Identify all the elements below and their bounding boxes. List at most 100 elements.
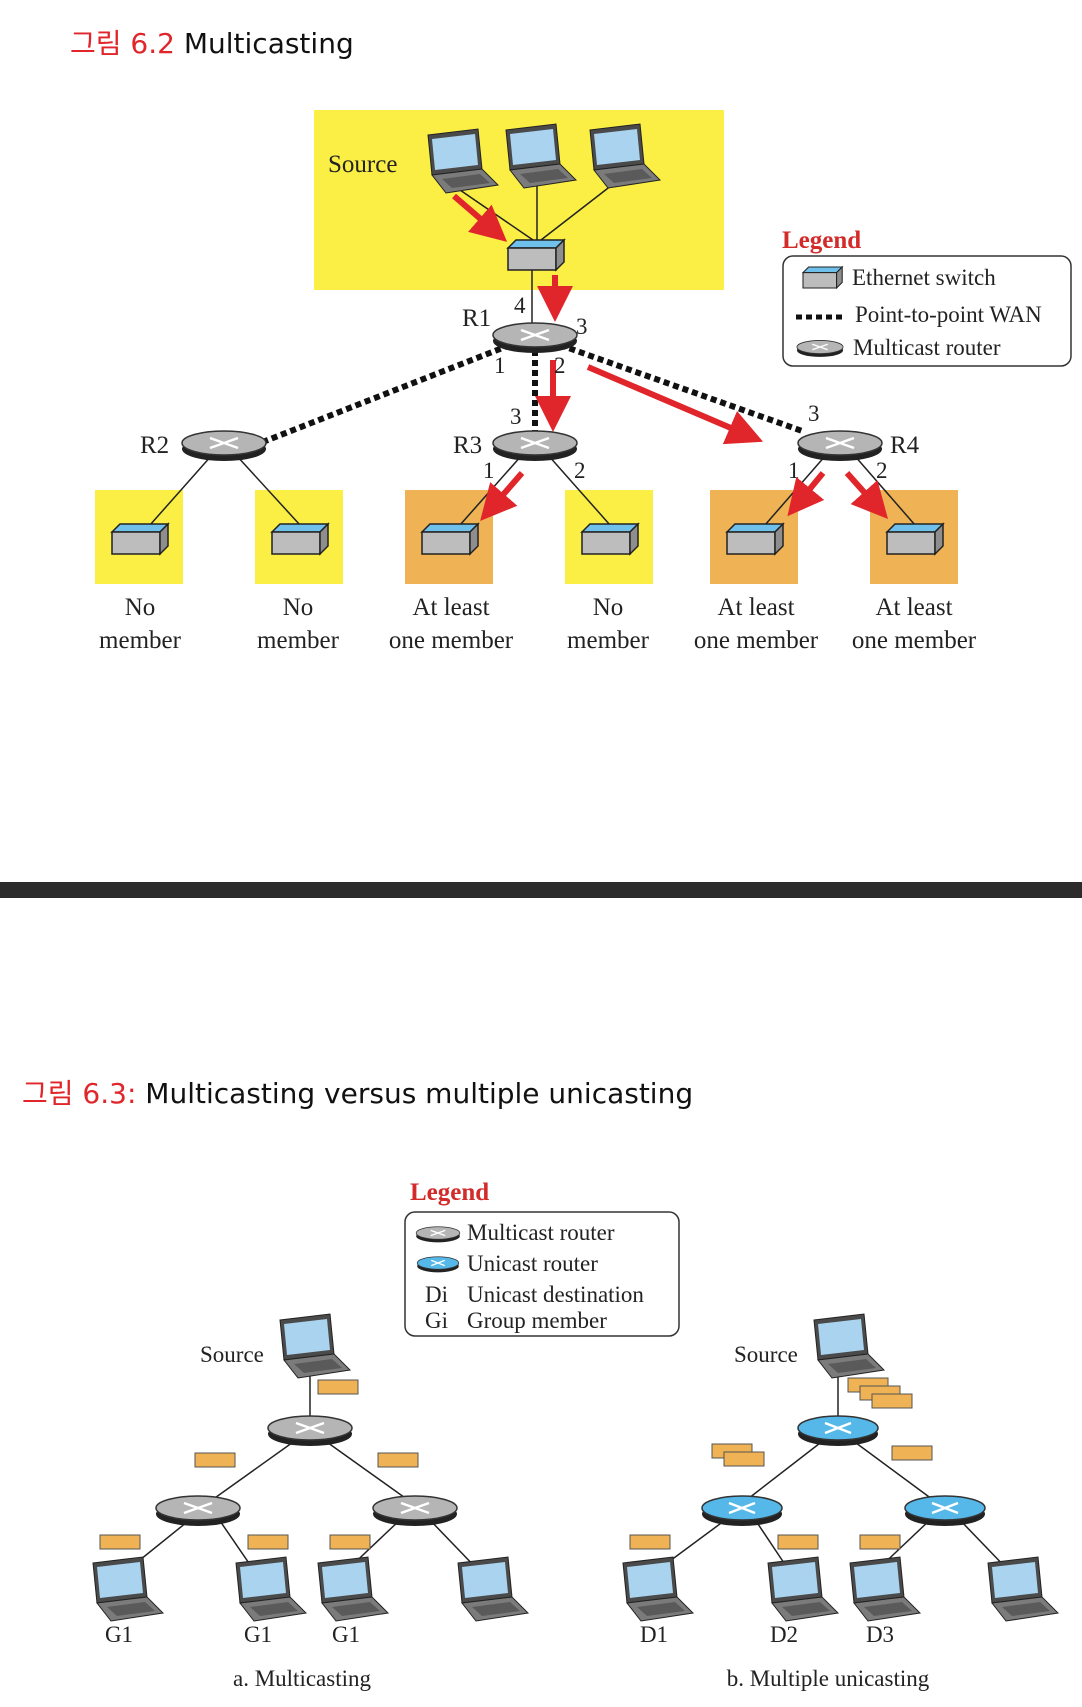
member-laptop-icon	[235, 1556, 307, 1622]
legend-item-unicast-destination: Unicast destination	[467, 1282, 644, 1307]
r4-port-1: 1	[788, 458, 800, 483]
unicast-router-icon	[700, 1494, 784, 1528]
legend-item-unicast-router: Unicast router	[467, 1251, 598, 1276]
r3-port-1: 1	[483, 458, 495, 483]
packet-icon	[317, 1379, 359, 1395]
laptop-icon	[457, 1556, 529, 1622]
router-r3-icon	[491, 429, 579, 463]
figure-6-2-title: 그림 6.2 Multicasting	[70, 22, 354, 62]
r1-port-1: 1	[494, 353, 506, 378]
network-2-line1: No	[283, 594, 314, 621]
router-r2-icon	[180, 429, 268, 463]
router-r2-label: R2	[140, 432, 169, 459]
network-6-line2: one member	[852, 627, 977, 654]
network-1-line1: No	[125, 594, 156, 621]
packet-icon	[329, 1534, 371, 1550]
legend-item-wan: Point-to-point WAN	[855, 302, 1042, 327]
unicast-router-icon	[796, 1414, 880, 1448]
network-3-line2: one member	[389, 627, 514, 654]
legend-item-ethernet-switch: Ethernet switch	[852, 265, 996, 290]
figure-6-3-number: 그림 6.3:	[22, 1077, 137, 1110]
switch-icon	[111, 523, 169, 555]
figure-6-3-caption: Multicasting versus multiple unicasting	[136, 1077, 694, 1110]
r1-port-3: 3	[576, 314, 588, 339]
network-4-line2: member	[567, 627, 650, 654]
multicast-router-icon	[266, 1414, 354, 1448]
destination-laptop-icon	[849, 1556, 921, 1622]
source-label: Source	[328, 151, 397, 178]
legend-item-group-member: Group member	[467, 1308, 607, 1333]
right-source-label: Source	[734, 1342, 798, 1367]
multicast-router-icon	[415, 1226, 461, 1244]
destination-label-d2: D2	[770, 1622, 798, 1647]
switch-icon	[581, 523, 639, 555]
destination-label-d1: D1	[640, 1622, 668, 1647]
figure-6-3-title: 그림 6.3: Multicasting versus multiple uni…	[22, 1072, 693, 1112]
multicast-router-icon	[796, 339, 844, 358]
section-divider	[0, 882, 1082, 898]
legend-item-multicast-router: Multicast router	[467, 1220, 615, 1245]
switch-icon	[886, 523, 944, 555]
legend-title: Legend	[410, 1179, 489, 1206]
member-laptop-icon	[92, 1556, 164, 1622]
switch-icon	[421, 523, 479, 555]
packet-icon	[194, 1452, 236, 1468]
caption-multiple-unicasting: b. Multiple unicasting	[727, 1666, 930, 1691]
r1-port-2: 2	[554, 353, 566, 378]
legend-key-gi: Gi	[425, 1308, 448, 1333]
member-label-g1: G1	[332, 1622, 360, 1647]
r4-port-3: 3	[808, 401, 820, 426]
member-label-g1: G1	[244, 1622, 272, 1647]
network-2-line2: member	[257, 627, 340, 654]
network-3-line1: At least	[412, 594, 489, 621]
unicast-router-icon	[416, 1256, 460, 1274]
network-6-line1: At least	[875, 594, 952, 621]
legend-title: Legend	[782, 227, 861, 254]
network-1-line2: member	[99, 627, 182, 654]
router-r4-icon	[796, 429, 884, 463]
r1-port-4: 4	[514, 293, 526, 318]
packet-icon	[629, 1534, 671, 1550]
packet-icon	[891, 1445, 933, 1461]
router-r1-label: R1	[462, 305, 491, 332]
packet-icon	[247, 1534, 289, 1550]
multicast-router-icon	[154, 1494, 242, 1528]
legend-figure-6-2: Legend Ethernet switch Point-to-point WA…	[782, 227, 1072, 367]
ethernet-switch-icon	[802, 266, 843, 289]
multicasting-diagram: Source G1 G1 G1	[92, 1313, 529, 1691]
caption-multicasting: a. Multicasting	[233, 1666, 371, 1691]
left-source-label: Source	[200, 1342, 264, 1367]
router-r1-icon	[491, 321, 579, 355]
switch-icon	[271, 523, 329, 555]
r4-port-2: 2	[876, 458, 888, 483]
destination-label-d3: D3	[866, 1622, 894, 1647]
figure-6-2-number: 그림 6.2	[70, 27, 175, 60]
multicast-router-icon	[371, 1494, 459, 1528]
figure-6-2: Source R1 R2 R3 R4 4 3 1 2 3 1	[95, 110, 1072, 654]
figure-6-2-caption: Multicasting	[174, 27, 354, 60]
legend-figure-6-3: Legend Multicast router Unicast router D…	[404, 1179, 680, 1337]
legend-item-multicast-router: Multicast router	[853, 335, 1001, 360]
packet-icon	[99, 1534, 141, 1550]
destination-laptop-icon	[767, 1556, 839, 1622]
network-5-line1: At least	[717, 594, 794, 621]
source-laptop-icon	[813, 1313, 885, 1379]
laptop-icon	[987, 1556, 1059, 1622]
packet-icon	[859, 1534, 901, 1550]
router-r3-label: R3	[453, 432, 482, 459]
member-laptop-icon	[317, 1556, 389, 1622]
r3-port-3: 3	[510, 404, 522, 429]
network-4-line1: No	[593, 594, 624, 621]
source-switch-icon	[507, 239, 565, 271]
packet-icon	[723, 1451, 765, 1467]
legend-key-di: Di	[425, 1282, 448, 1307]
packet-icon	[377, 1452, 419, 1468]
member-label-g1: G1	[105, 1622, 133, 1647]
destination-laptop-icon	[622, 1556, 694, 1622]
packet-icon	[777, 1534, 819, 1550]
network-5-line2: one member	[694, 627, 819, 654]
r3-port-2: 2	[574, 458, 586, 483]
unicast-router-icon	[903, 1494, 987, 1528]
packet-icon	[871, 1393, 913, 1409]
